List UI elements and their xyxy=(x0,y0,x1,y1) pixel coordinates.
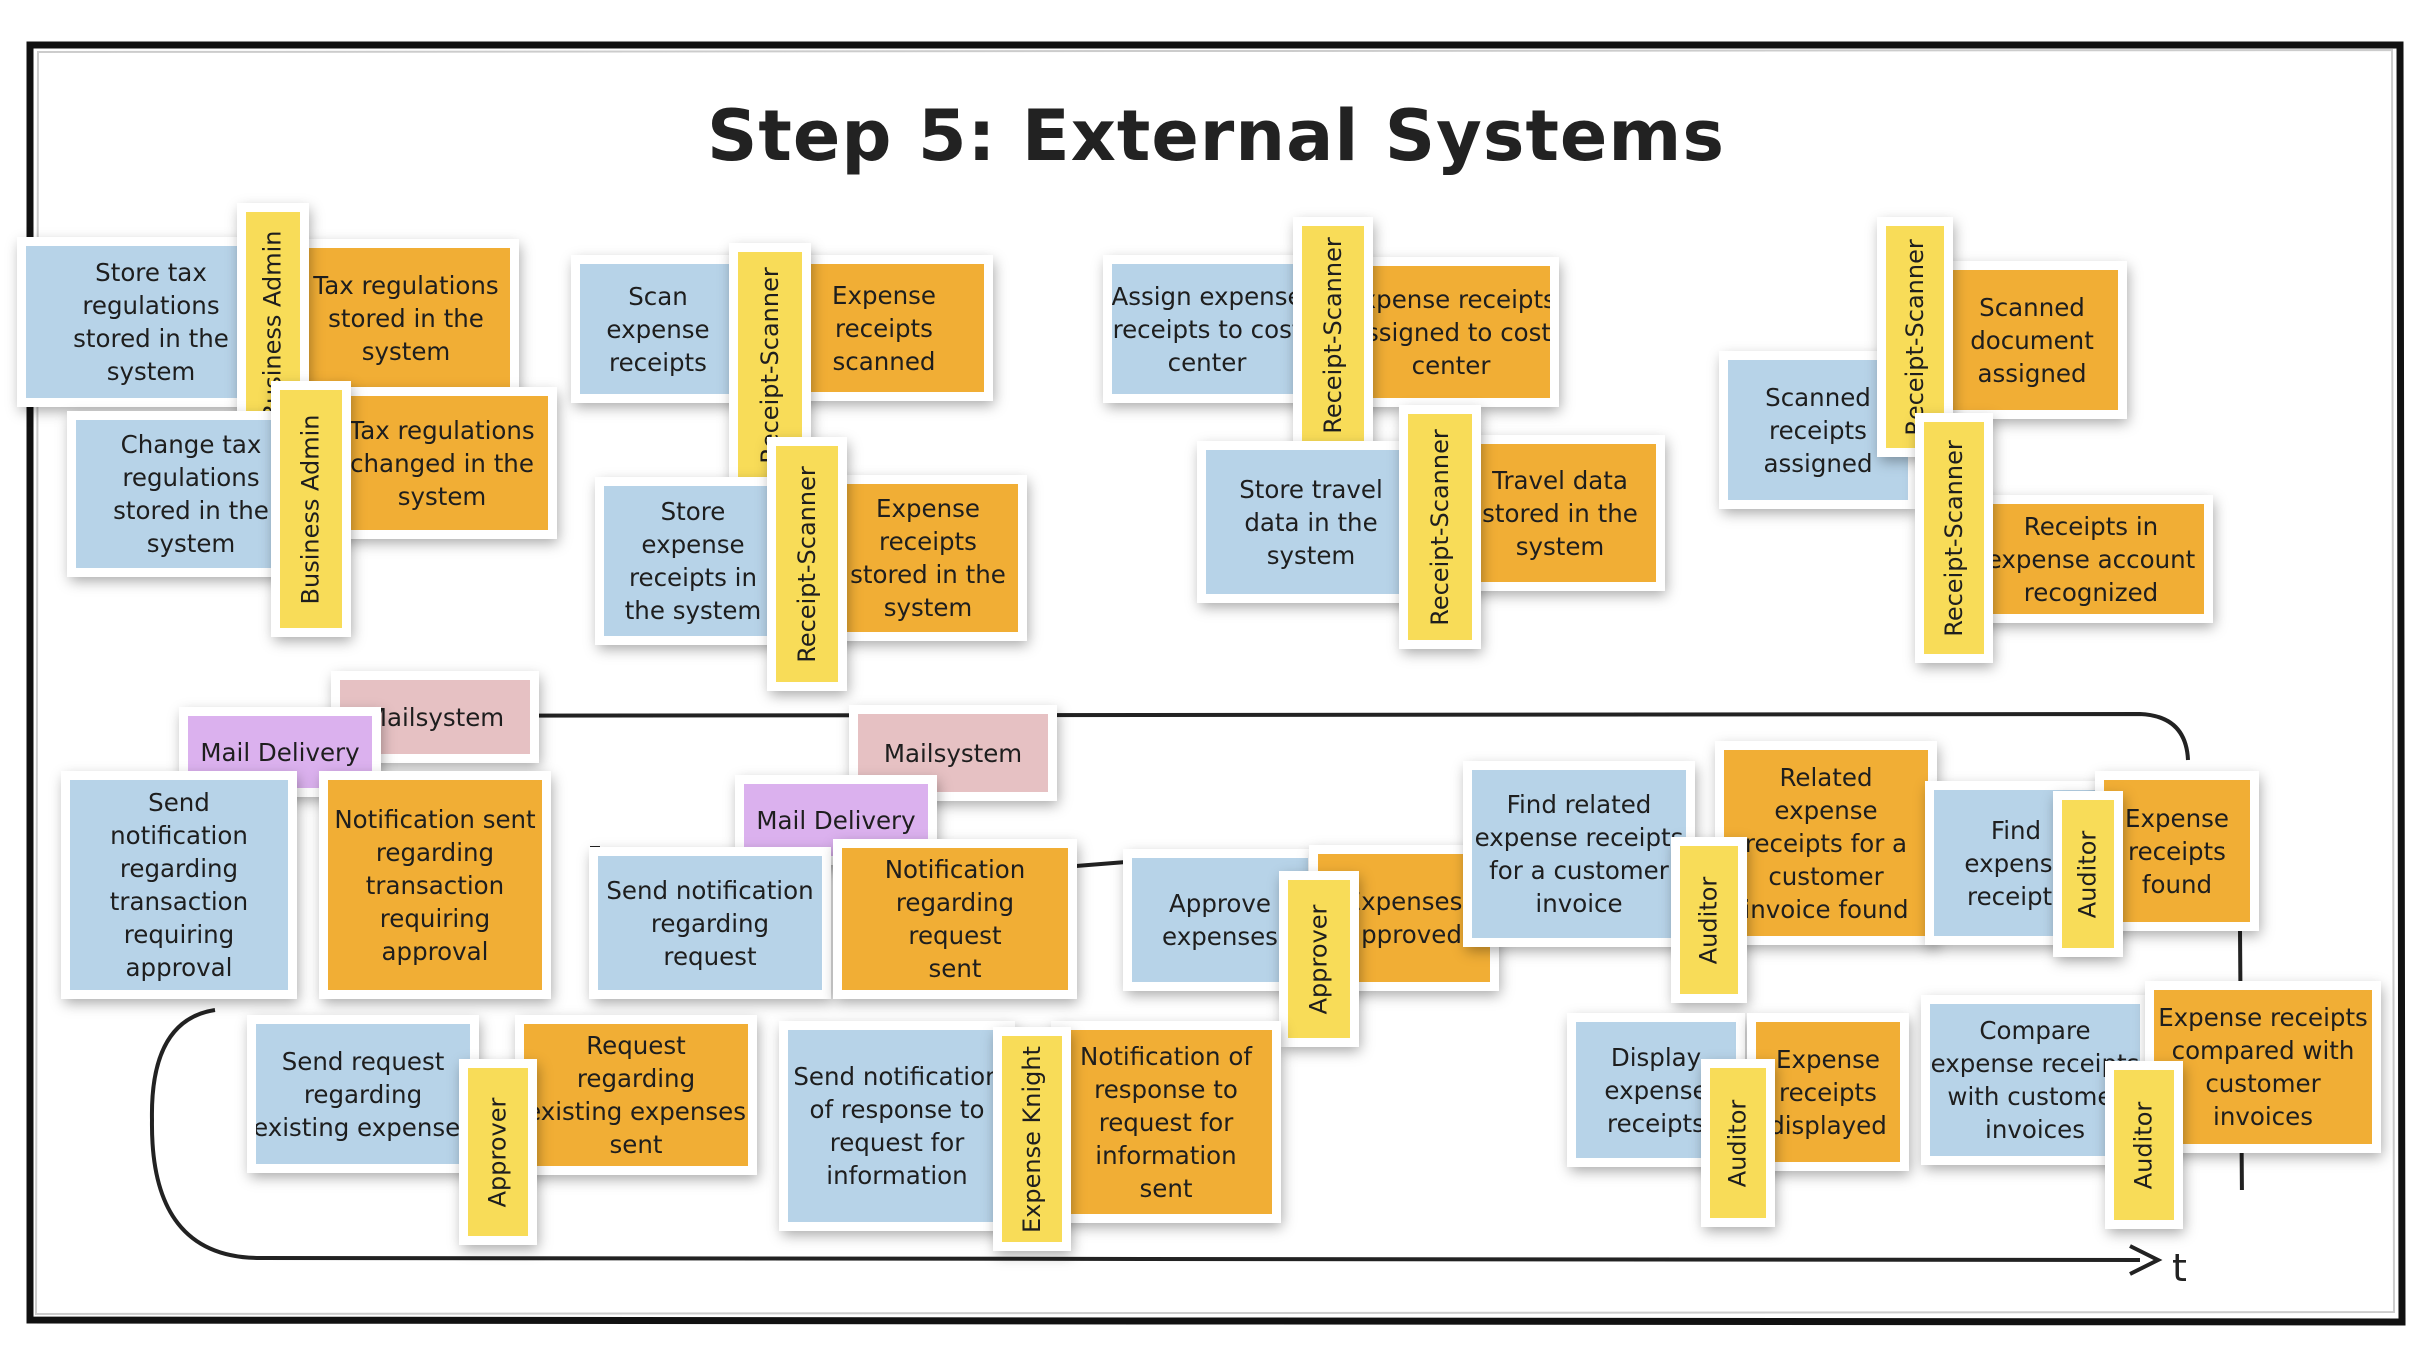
event-notification-response-sent: Notification of response to request for … xyxy=(1060,1030,1272,1214)
event-tax-regulations-stored: Tax regulations stored in the system xyxy=(302,248,510,388)
actor-auditor-1: Auditor xyxy=(1680,846,1738,994)
command-scan-expense-receipts: Scan expense receipts xyxy=(580,264,736,394)
command-send-request-existing-expenses: Send request regarding existing expenses xyxy=(256,1024,470,1164)
timeline-label: t xyxy=(2172,1246,2187,1290)
actor-label: Receipt-Scanner xyxy=(1900,238,1929,436)
external-system-mail-delivery-1: Mail Delivery xyxy=(188,716,372,788)
event-tax-regulations-changed: Tax regulations changed in the system xyxy=(336,396,548,530)
actor-auditor-2: Auditor xyxy=(2062,800,2114,948)
event-related-receipts-found: Related expense receipts for a customer … xyxy=(1724,750,1928,936)
command-send-notification-response: Send notification of response to request… xyxy=(788,1030,1006,1222)
actor-receipt-scanner-4: Receipt-Scanner xyxy=(1408,414,1472,640)
event-travel-data-stored: Travel data stored in the system xyxy=(1464,444,1656,582)
actor-receipt-scanner-3: Receipt-Scanner xyxy=(1302,226,1364,444)
actor-receipt-scanner-6: Receipt-Scanner xyxy=(1924,422,1984,654)
actor-label: Approver xyxy=(483,1097,512,1207)
board-border xyxy=(26,41,2406,1326)
event-notification-sent-transaction: Notification sent regarding transaction … xyxy=(328,780,542,990)
actor-label: Receipt-Scanner xyxy=(1318,236,1347,434)
command-change-tax-regulations: Change tax regulations stored in the sys… xyxy=(76,420,306,568)
timeline-lower-line xyxy=(149,1008,2141,1262)
event-notification-request-sent: Notification regarding request sent xyxy=(842,848,1068,990)
event-expense-receipts-found: Expense receipts found xyxy=(2104,780,2250,922)
actor-label: Auditor xyxy=(2073,830,2102,918)
event-receipts-recognized: Receipts in expense account recognized xyxy=(1978,504,2204,614)
actor-auditor-3: Auditor xyxy=(1710,1068,1766,1218)
event-expense-receipts-scanned: Expense receipts scanned xyxy=(784,264,984,392)
actor-label: Receipt-Scanner xyxy=(1939,439,1968,637)
event-request-existing-expenses-sent: Request regarding existing expenses sent xyxy=(524,1024,748,1166)
actor-auditor-4: Auditor xyxy=(2114,1070,2174,1220)
command-store-travel-data: Store travel data in the system xyxy=(1206,450,1416,594)
command-store-expense-receipts: Store expense receipts in the system xyxy=(604,486,782,636)
actor-receipt-scanner-5: Receipt-Scanner xyxy=(1886,226,1944,448)
command-send-notification-transaction: Send notification regarding transaction … xyxy=(70,780,288,990)
actor-approver-1: Approver xyxy=(1288,880,1350,1038)
command-approve-expenses: Approve expenses xyxy=(1132,858,1308,982)
event-receipts-assigned-cost-center: Expense receipts assigned to cost center xyxy=(1352,266,1550,398)
actor-receipt-scanner-2: Receipt-Scanner xyxy=(776,446,838,682)
actor-label: Approver xyxy=(1304,904,1333,1014)
actor-business-admin-2: Business Admin xyxy=(280,390,342,628)
actor-label: Business Admin xyxy=(296,414,325,604)
actor-expense-knight: Expense Knight xyxy=(1002,1036,1062,1242)
event-scanned-document-assigned: Scanned document assigned xyxy=(1946,270,2118,410)
command-display-expense-receipts: Display expense receipts xyxy=(1576,1022,1736,1158)
event-expense-receipts-displayed: Expense receipts displayed xyxy=(1756,1022,1900,1162)
event-expense-receipts-stored: Expense receipts stored in the system xyxy=(838,484,1018,632)
timeline-arrow xyxy=(2129,1244,2163,1276)
command-scanned-receipts-assigned: Scanned receipts assigned xyxy=(1728,360,1908,500)
actor-label: Auditor xyxy=(1694,876,1723,964)
external-system-mailsystem-2: Mailsystem xyxy=(858,714,1048,792)
actor-approver-2: Approver xyxy=(468,1068,528,1236)
actor-receipt-scanner-1: Receipt-Scanner xyxy=(738,252,802,478)
page-title: Step 5: External Systems xyxy=(706,95,1725,177)
actor-label: Auditor xyxy=(2129,1101,2158,1189)
command-find-related-receipts: Find related expense receipts for a cust… xyxy=(1472,770,1686,938)
actor-label: Expense Knight xyxy=(1017,1045,1046,1233)
command-store-tax-regulations: Store tax regulations stored in the syst… xyxy=(26,246,276,398)
actor-label: Receipt-Scanner xyxy=(755,266,784,464)
event-receipts-compared-invoices: Expense receipts compared with customer … xyxy=(2154,990,2372,1144)
timeline-upper-line xyxy=(179,711,2190,761)
actor-label: Auditor xyxy=(1723,1099,1752,1187)
actor-label: Receipt-Scanner xyxy=(792,465,821,663)
external-system-mail-delivery-2: Mail Delivery xyxy=(744,784,928,856)
command-assign-receipts-cost-center: Assign expense receipts to cost center xyxy=(1112,264,1302,394)
command-compare-receipts-invoices: Compare expense receipts with customer i… xyxy=(1930,1004,2140,1156)
command-send-notification-request: Send notification regarding request xyxy=(598,856,822,990)
actor-label: Receipt-Scanner xyxy=(1425,428,1454,626)
